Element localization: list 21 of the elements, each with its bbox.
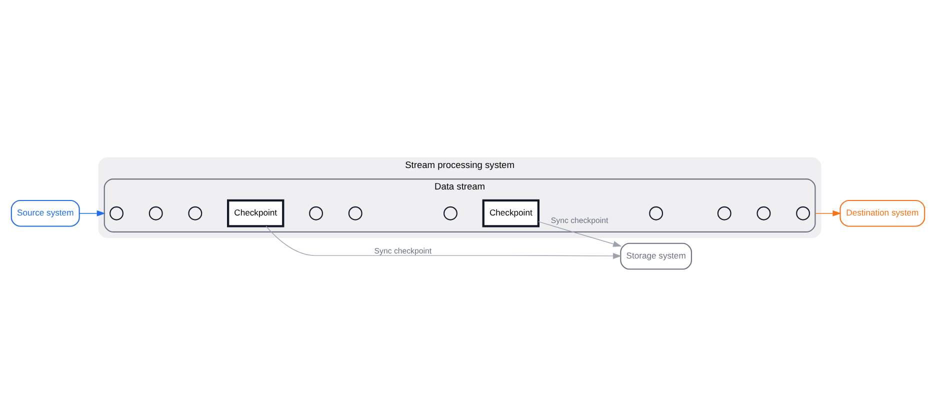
node-circle bbox=[348, 206, 362, 220]
node-circle bbox=[756, 206, 771, 220]
node-circle bbox=[188, 206, 202, 220]
node-circle bbox=[309, 206, 324, 220]
node-box: Storage system bbox=[620, 242, 692, 270]
node-circle bbox=[148, 206, 163, 220]
node-box: Destination system bbox=[840, 199, 926, 226]
arrow bbox=[266, 225, 622, 258]
node-box: Source system bbox=[10, 199, 80, 226]
node-circle bbox=[796, 206, 810, 220]
arrow bbox=[538, 220, 622, 246]
node-circle bbox=[649, 206, 664, 220]
edge-label: Sync checkpoint bbox=[550, 216, 608, 225]
arrow bbox=[814, 210, 842, 216]
arrow bbox=[79, 210, 106, 216]
node-circle bbox=[110, 206, 124, 220]
edge-label: Sync checkpoint bbox=[374, 246, 432, 255]
node-box: Checkpoint bbox=[482, 198, 540, 227]
node-circle bbox=[444, 206, 458, 220]
node-box: Checkpoint bbox=[227, 198, 284, 227]
node-circle bbox=[717, 206, 732, 220]
